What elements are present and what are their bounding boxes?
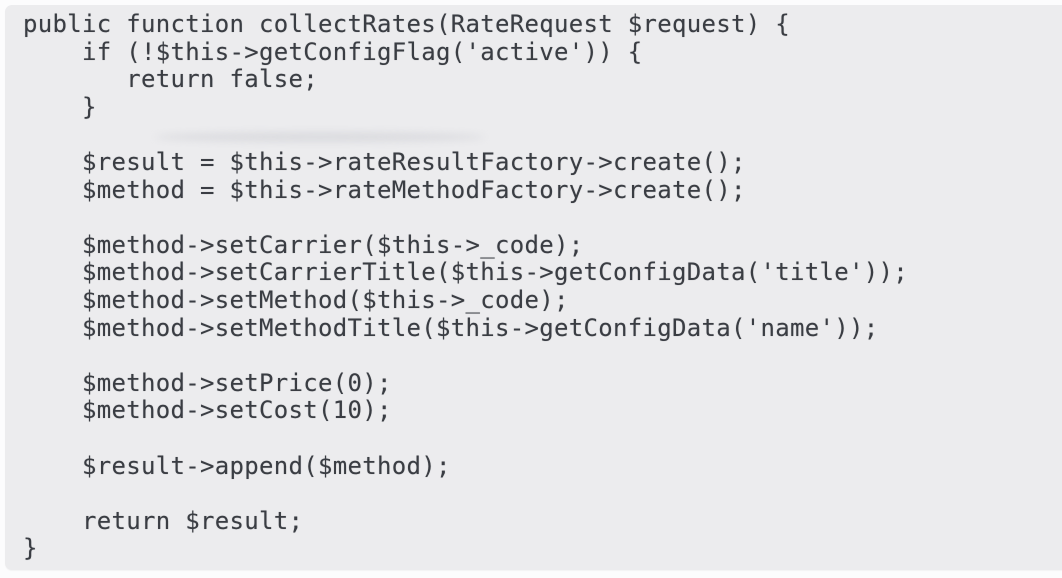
code-line: $method->setPrice(0);: [23, 368, 392, 397]
code-line: [23, 425, 1062, 453]
code-line: }: [23, 92, 97, 121]
code-line: [23, 204, 1062, 232]
code-panel: public function collectRates(RateRequest…: [5, 5, 1062, 570]
code-line: $method->setCarrier($this->_code);: [23, 230, 584, 259]
code-line: [23, 342, 1062, 370]
code-line: $method->setCost(10);: [23, 396, 392, 425]
code-line: $method->setMethod($this->_code);: [23, 285, 569, 314]
code-line: $method = $this->rateMethodFactory->crea…: [23, 175, 746, 204]
code-line: $result->append($method);: [23, 451, 451, 480]
code-line: public function collectRates(RateRequest…: [23, 10, 790, 38]
code-line: $method->setCarrierTitle($this->getConfi…: [23, 258, 908, 287]
code-line: return $result;: [23, 506, 304, 535]
code-line: $method->setMethodTitle($this->getConfig…: [23, 313, 879, 342]
code-line: if (!$this->getConfigFlag('active')) {: [23, 37, 643, 66]
render-artifact-smudge: [155, 132, 485, 142]
code-line: }: [23, 534, 38, 563]
code-line: return false;: [23, 65, 318, 94]
code-line: [23, 480, 1062, 508]
code-line: $result = $this->rateResultFactory->crea…: [23, 147, 746, 176]
code-block: public function collectRates(RateRequest…: [5, 5, 1062, 563]
